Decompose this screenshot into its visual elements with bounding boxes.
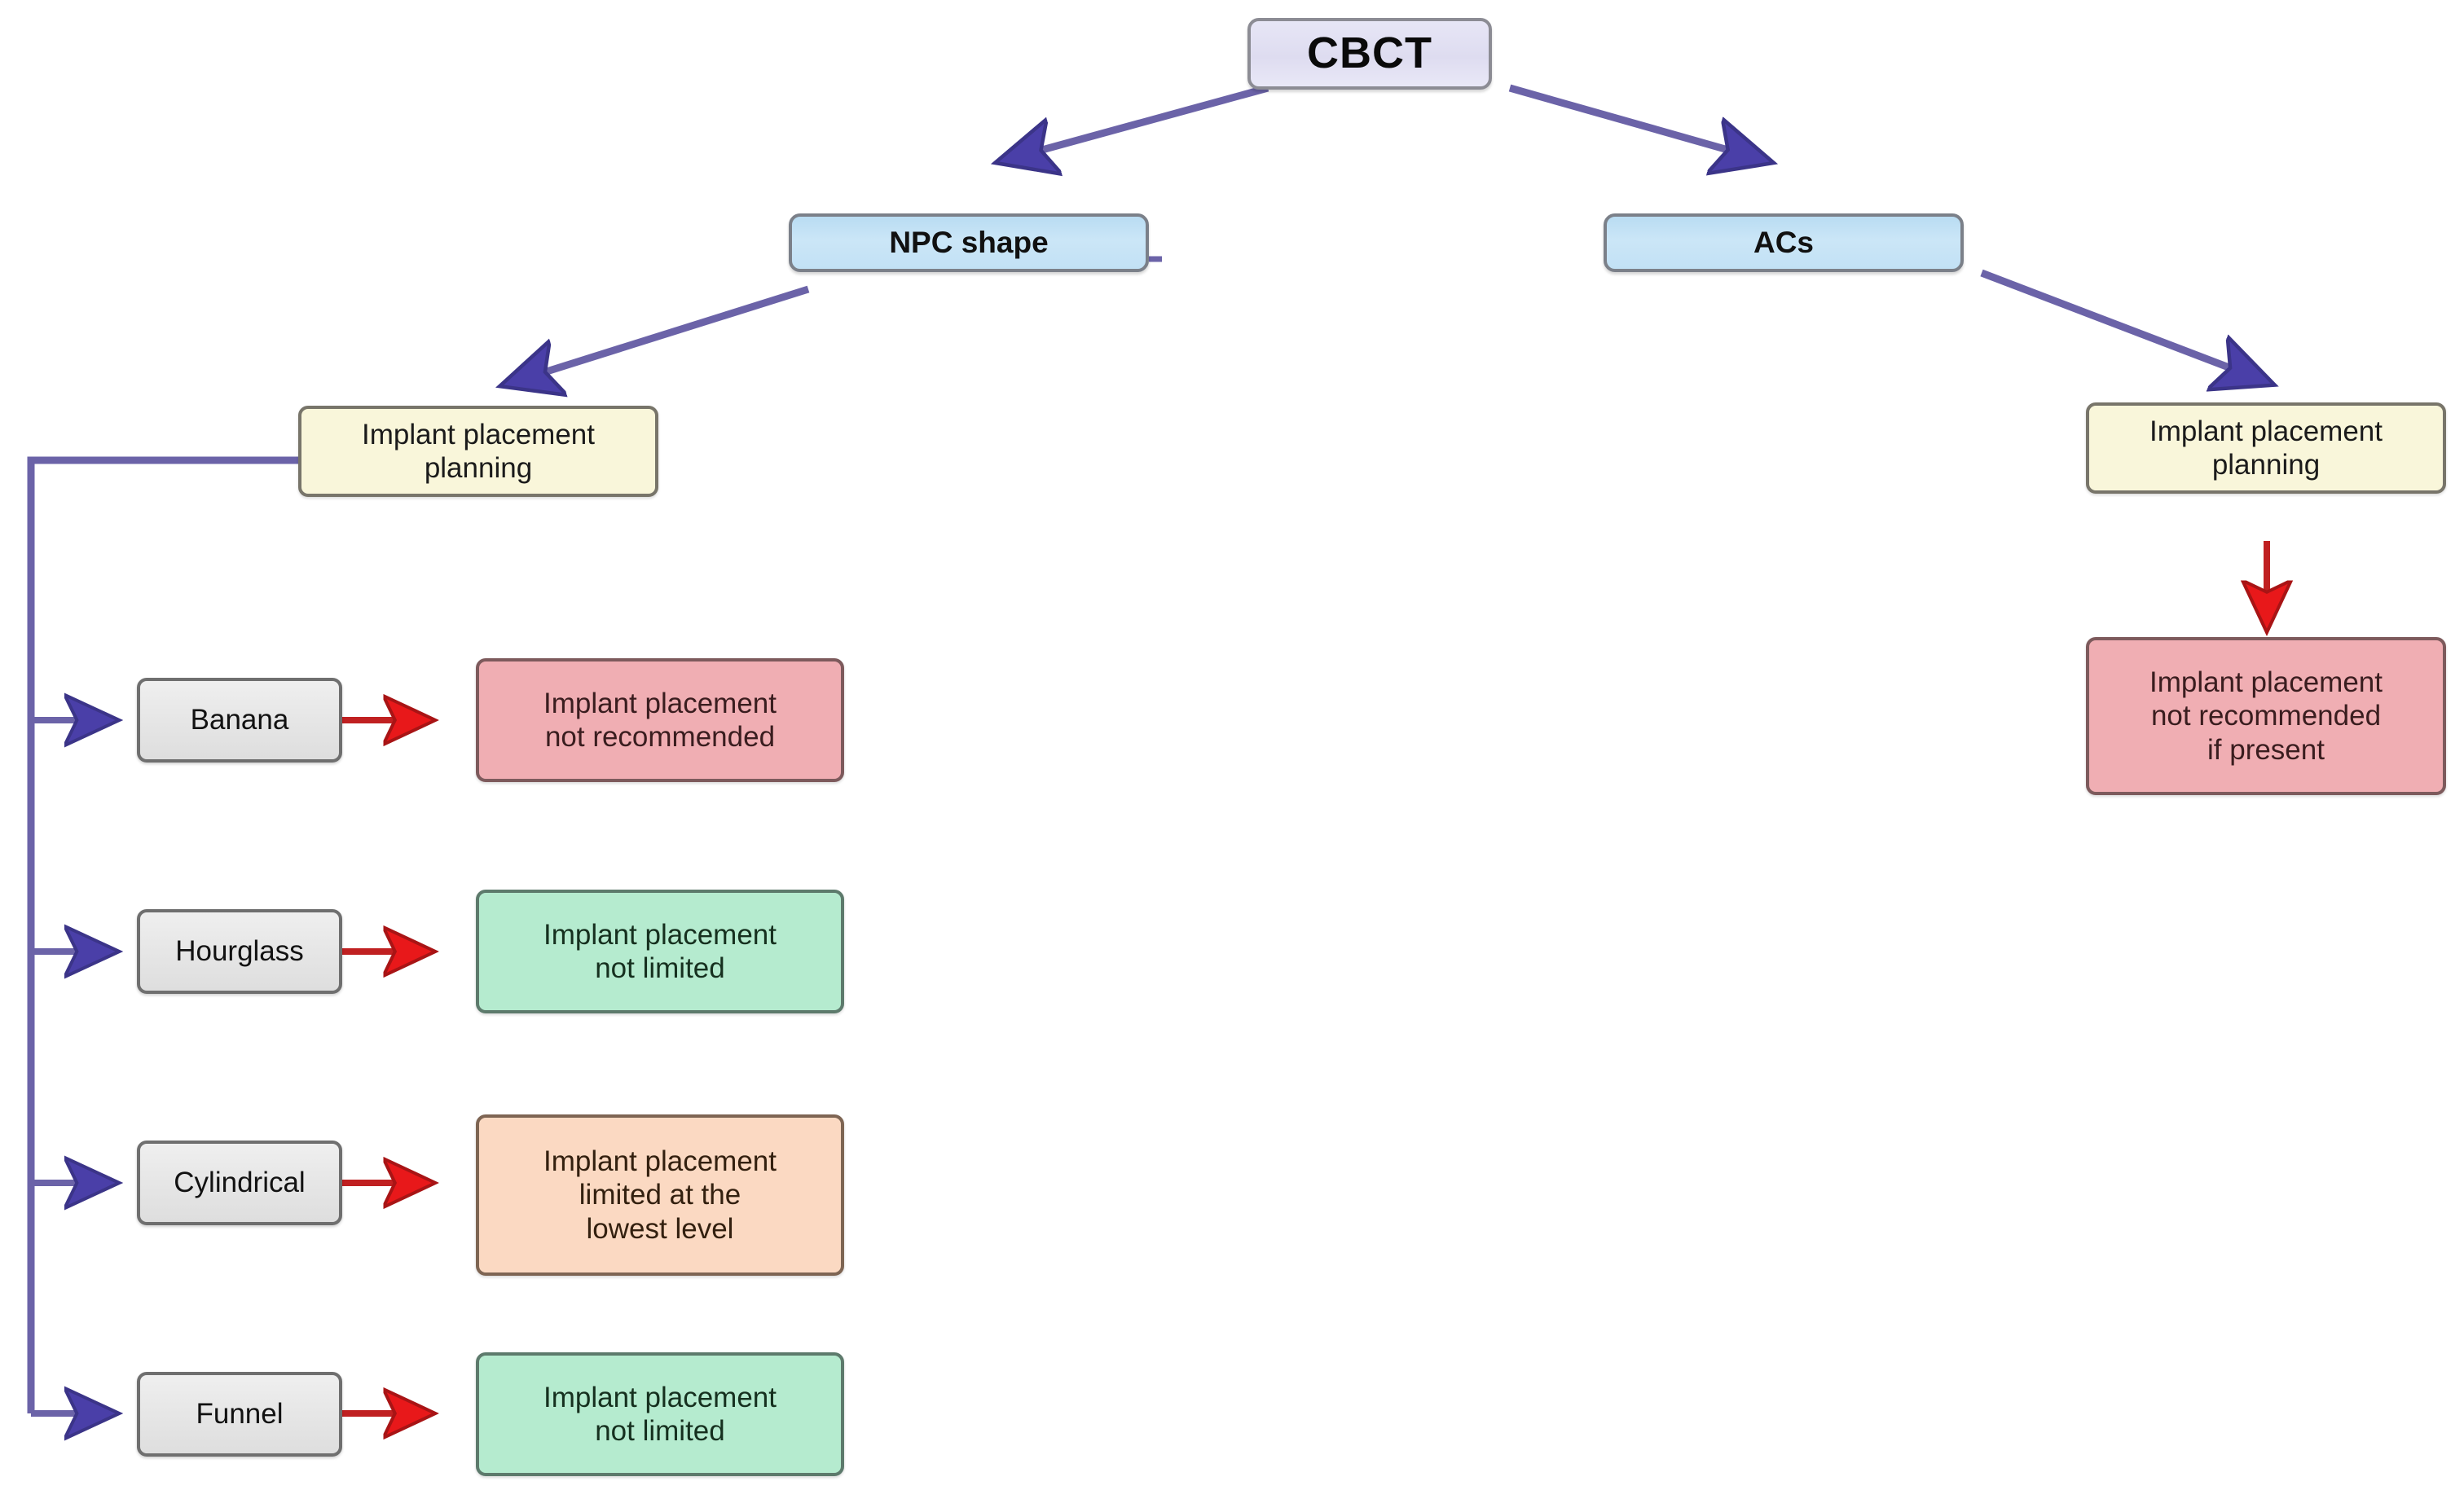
node-outcome-funnel[interactable]: Implant placement not limited: [476, 1352, 844, 1476]
edge-cbct-to-npc: [1001, 84, 1269, 161]
edge-npc-to-planning: [505, 285, 810, 385]
node-shape-hourglass[interactable]: Hourglass: [137, 909, 342, 994]
node-planning-right[interactable]: Implant placement planning: [2086, 402, 2446, 494]
node-shape-banana[interactable]: Banana: [137, 678, 342, 763]
node-shape-cylindrical[interactable]: Cylindrical: [137, 1141, 342, 1225]
node-shape-funnel[interactable]: Funnel: [137, 1372, 342, 1457]
edge-cbct-to-acs: [1508, 84, 1768, 161]
node-outcome-cylindrical[interactable]: Implant placement limited at the lowest …: [476, 1114, 844, 1276]
node-planning-left[interactable]: Implant placement planning: [298, 406, 658, 497]
node-outcome-banana[interactable]: Implant placement not recommended: [476, 658, 844, 782]
node-acs-outcome[interactable]: Implant placement not recommended if pre…: [2086, 637, 2446, 795]
node-acs[interactable]: ACs: [1604, 213, 1964, 272]
edge-acs-to-planning: [1980, 269, 2269, 383]
node-outcome-hourglass[interactable]: Implant placement not limited: [476, 890, 844, 1013]
node-cbct[interactable]: CBCT: [1247, 18, 1492, 90]
node-npc-shape[interactable]: NPC shape: [789, 213, 1149, 272]
